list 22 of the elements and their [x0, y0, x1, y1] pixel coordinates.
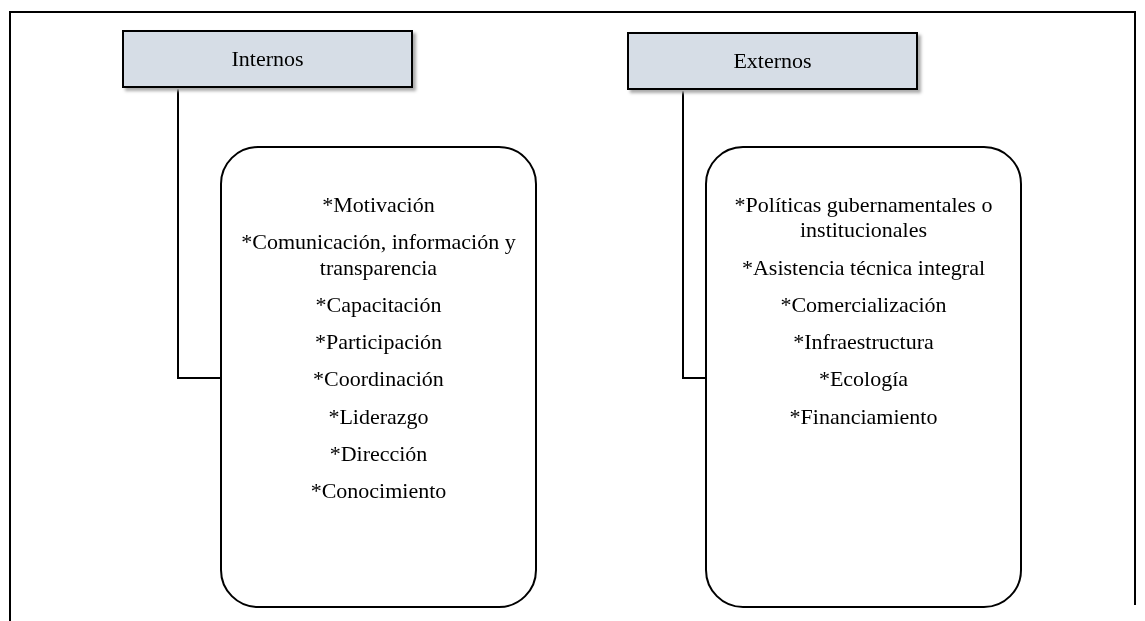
connector-line	[682, 90, 706, 379]
list-item: *Infraestructura	[792, 329, 935, 355]
rounded-list-box	[220, 146, 537, 608]
list-item: *Comunicación, información y transparencia	[240, 229, 517, 280]
list-item: *Conocimiento	[309, 478, 448, 504]
category-box	[122, 30, 413, 88]
category-title: Internos	[231, 46, 304, 72]
list-item: *Participación	[313, 329, 444, 355]
list-item: *Coordinación	[312, 366, 445, 392]
list-item: *Dirección	[328, 441, 429, 467]
list-item: *Políticas gubernamentales o institucionales	[733, 192, 994, 243]
category-title: Externos	[733, 48, 812, 74]
list-item: *Asistencia técnica integral	[740, 254, 987, 280]
list-item: *Capacitación	[314, 291, 443, 318]
list-item: *Ecología	[817, 366, 910, 392]
list-item: *Liderazgo	[327, 403, 430, 430]
list-item: *Comercialización	[779, 291, 948, 318]
list-item: *Motivación	[321, 192, 436, 218]
rounded-list-box	[705, 146, 1022, 608]
connector-line	[177, 88, 221, 379]
list-item: *Financiamiento	[788, 403, 939, 430]
category-box	[627, 32, 918, 90]
